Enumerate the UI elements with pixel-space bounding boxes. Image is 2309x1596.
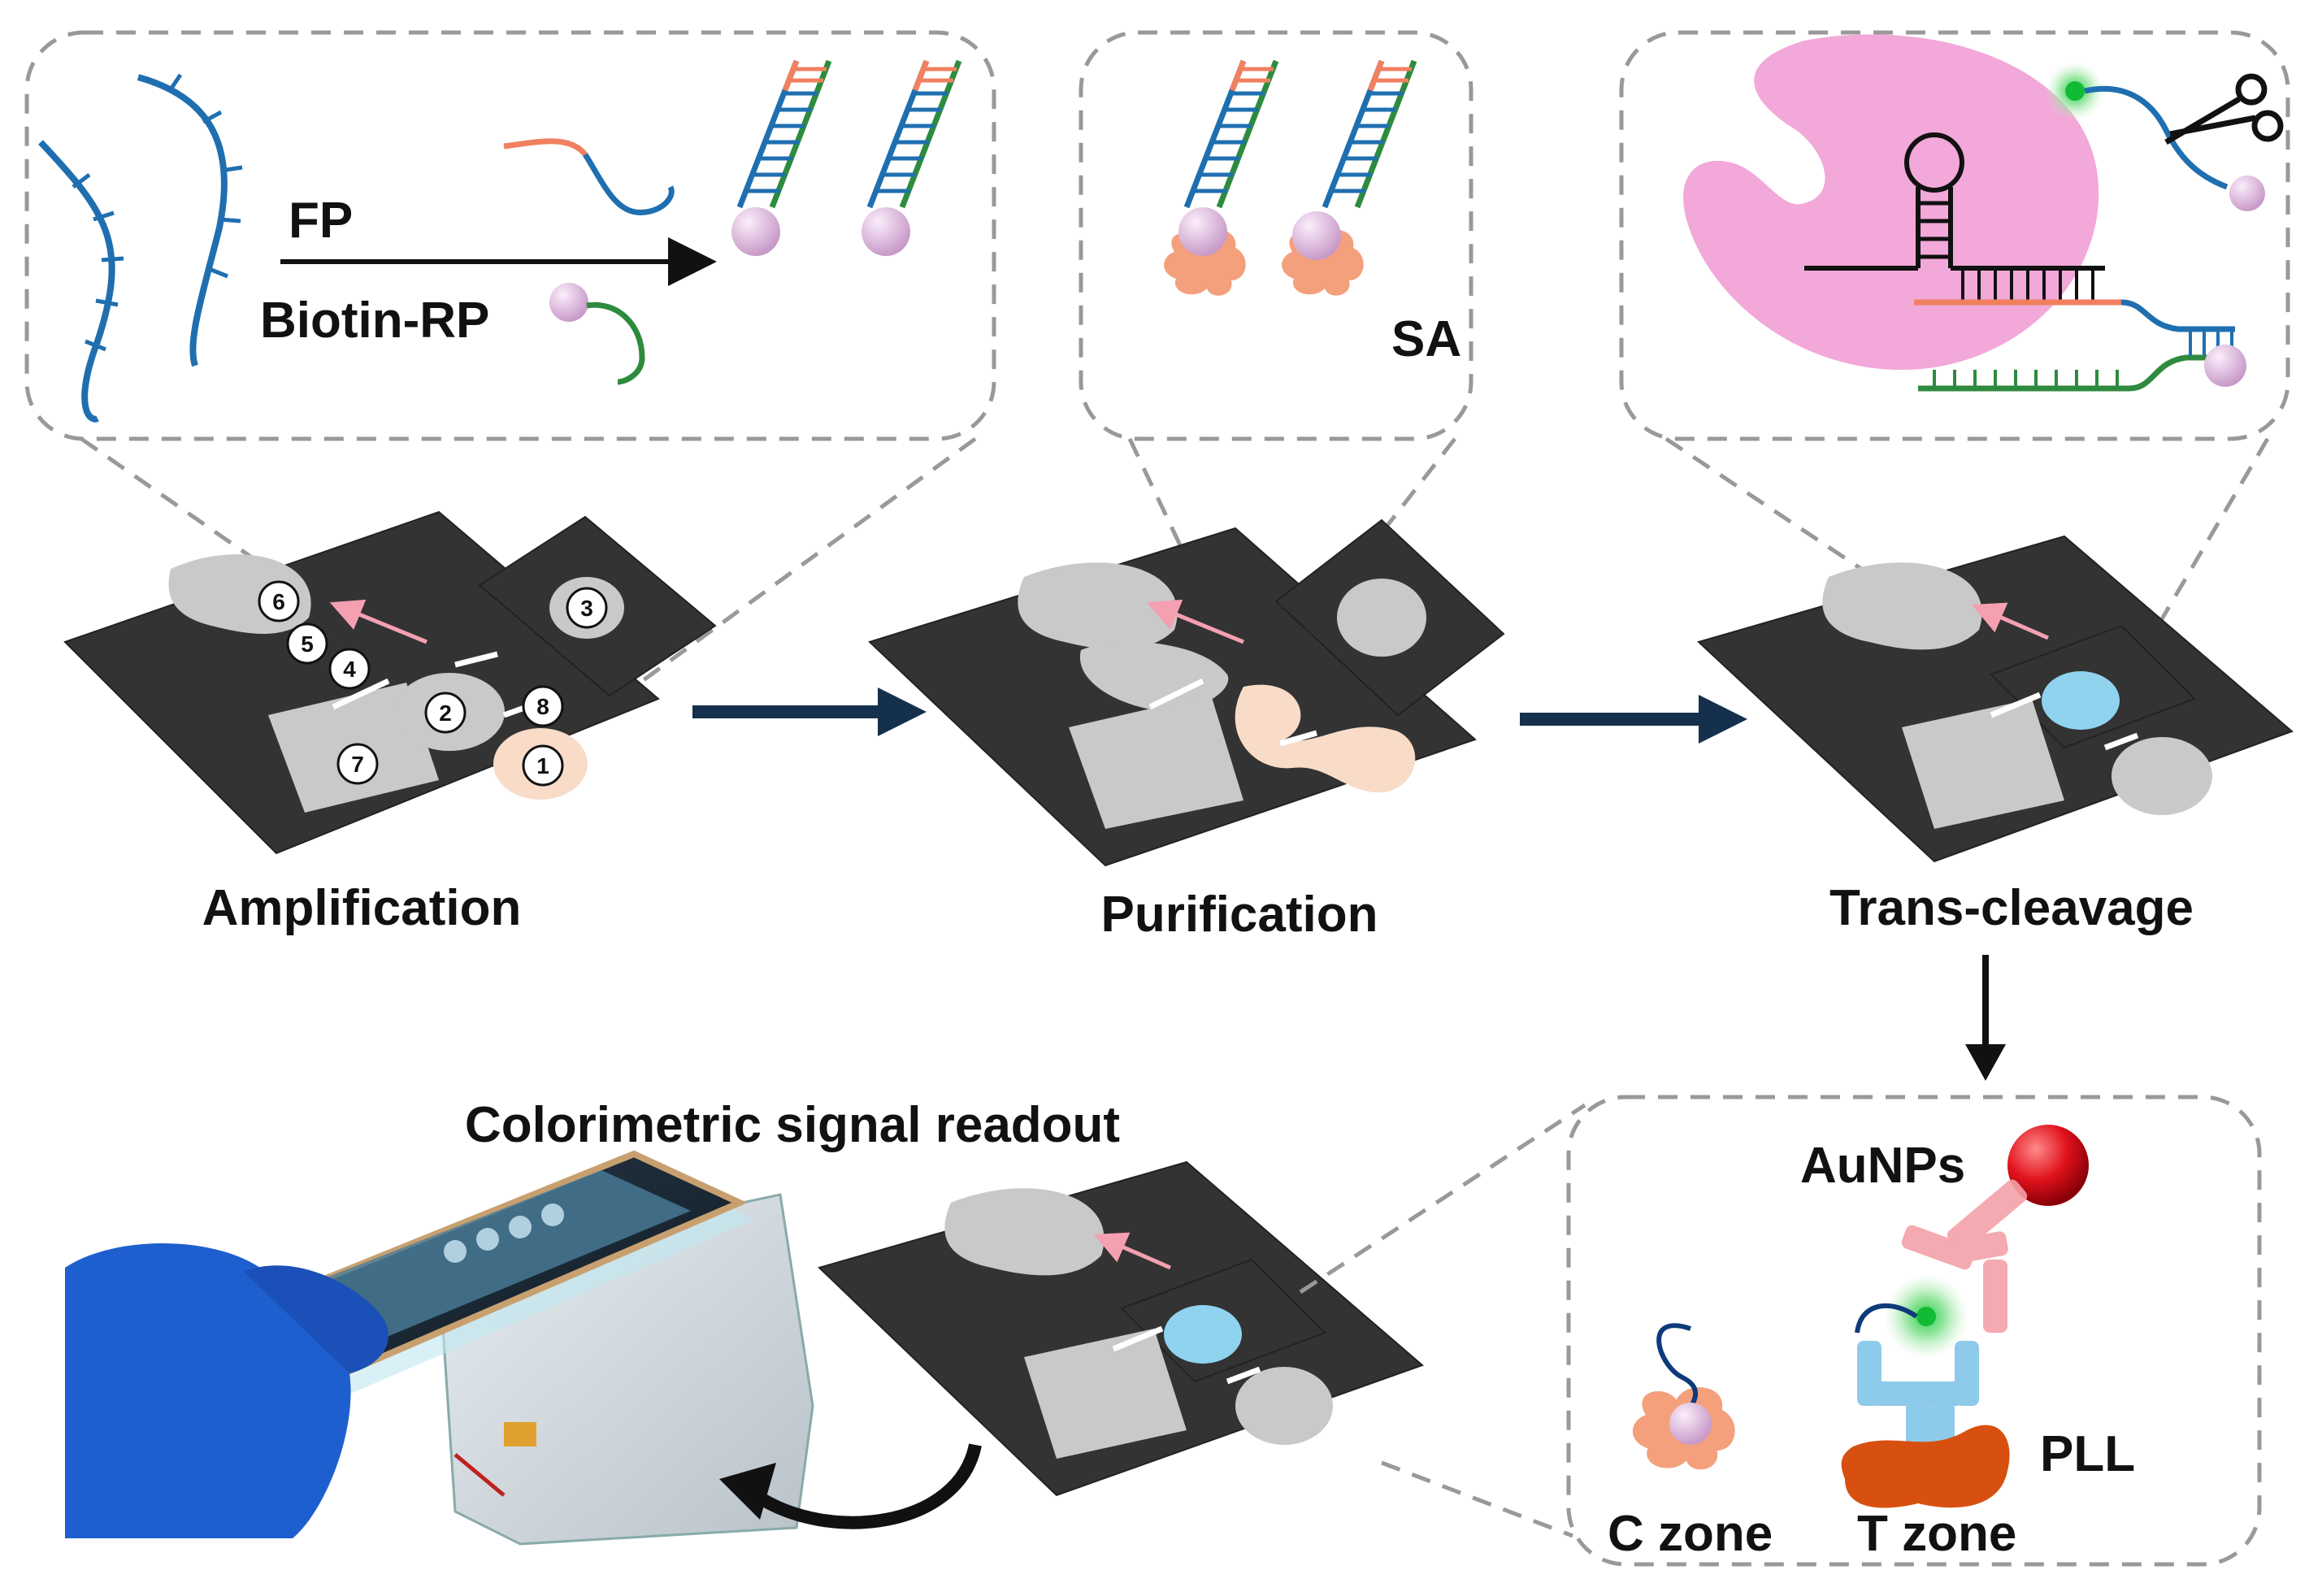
forward-primer [503, 138, 675, 215]
chip-readout [818, 1160, 1424, 1497]
cas12a-protein [1683, 34, 2099, 371]
t-zone-label: T zone [1857, 1506, 2016, 1562]
biotin-rp-label: Biotin-RP [260, 293, 489, 349]
detection-callout-line-bottom [1381, 1460, 1573, 1538]
scissors-icon [2164, 73, 2284, 145]
t-zone-strand [1855, 1303, 1918, 1334]
chip-num-6: 6 [272, 589, 285, 614]
step-amplification: Amplification [202, 880, 522, 936]
step-readout: Colorimetric signal readout [465, 1097, 1120, 1153]
chip-num-4: 4 [343, 657, 356, 682]
target-dna-bound [1914, 299, 2235, 392]
c-zone-capture [1632, 1323, 1735, 1470]
chip-num-1: 1 [536, 753, 549, 778]
step-purification: Purification [1100, 887, 1378, 943]
fp-label: FP [289, 193, 353, 249]
curved-arrow [719, 1443, 982, 1529]
chip-amplification: 6 5 4 3 2 8 1 7 [63, 510, 717, 855]
chip-num-3: 3 [580, 596, 593, 621]
sa-label: SA [1391, 311, 1461, 367]
template-dna-helix [38, 73, 243, 423]
pll-label: PLL [2040, 1426, 2135, 1482]
chip-num-8: 8 [536, 694, 549, 719]
detection-antibody [1901, 1179, 2028, 1333]
fam-dye [1916, 1307, 1936, 1326]
amplification-callout [24, 30, 996, 701]
chip-trans-cleavage [1697, 535, 2294, 863]
flow-arrow-1 [692, 687, 927, 736]
amplicon-1 [731, 61, 829, 256]
pll-layer [1841, 1425, 2010, 1508]
aunps-label: AuNPs [1800, 1138, 1965, 1194]
chip-num-7: 7 [351, 752, 364, 777]
crrna-hairpin [1804, 132, 2105, 301]
flow-arrow-down [1965, 955, 2006, 1081]
fam-reporter [2046, 62, 2265, 211]
flow-arrow-2 [1520, 695, 1747, 744]
detection-callout [1566, 1095, 2262, 1567]
chip-num-2: 2 [439, 700, 452, 726]
amplicon-2 [862, 61, 959, 256]
biotin-bead [2204, 345, 2246, 387]
smartphone-reader-photo [65, 1150, 814, 1546]
c-zone-label: C zone [1608, 1506, 1773, 1562]
chip-num-5: 5 [301, 631, 314, 657]
detection-callout-line-top [1299, 1103, 1586, 1295]
biotin-reverse-primer [549, 283, 645, 385]
step-trans-cleavage: Trans-cleavage [1829, 880, 2194, 936]
captured-amplicon-1 [1164, 61, 1276, 296]
chip-purification [868, 518, 1505, 867]
captured-amplicon-2 [1282, 61, 1414, 296]
aunp-sphere [2007, 1125, 2089, 1206]
